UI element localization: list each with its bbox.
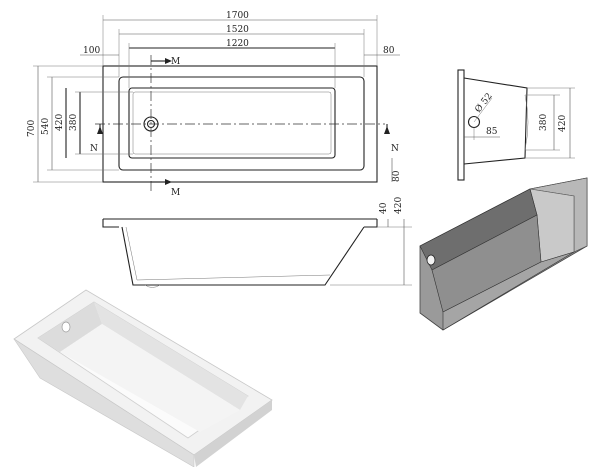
tub-right-side	[194, 400, 272, 467]
dim-label-700: 700	[27, 120, 37, 137]
tub-overflow-hole	[61, 321, 71, 333]
end-view: Ø 52 85 380 420	[457, 69, 575, 181]
section-m-bottom-arrow	[165, 179, 172, 185]
dim-label-85: 85	[486, 127, 498, 137]
section-n-left-label: N	[90, 144, 98, 154]
plan-basin-floor	[132, 91, 332, 155]
side-view: 40 420	[102, 197, 412, 288]
dim-label-100: 100	[83, 46, 100, 56]
plan-view: M M N N 1700 1520 1220 100 80	[27, 11, 402, 198]
dim-label-40: 40	[379, 202, 389, 214]
section-m-bottom-label: M	[171, 188, 180, 198]
section-m-top-arrow	[165, 58, 172, 64]
section-floor	[442, 251, 575, 331]
bathtub-render	[13, 289, 273, 468]
side-inner-bottom	[136, 274, 331, 281]
dim-label-1700: 1700	[226, 11, 249, 21]
dim-label-380: 380	[69, 114, 79, 131]
dim-label-80-top: 80	[383, 46, 395, 56]
section-m-top-label: M	[171, 57, 180, 67]
leader-drain	[473, 97, 493, 123]
side-inner-edge-left	[125, 226, 138, 281]
dim-label-1220: 1220	[226, 39, 249, 49]
dim-label-end-420: 420	[558, 115, 568, 132]
end-body	[463, 77, 528, 165]
dim-label-1520: 1520	[226, 25, 249, 35]
section-n-right-arrow	[384, 126, 390, 134]
dim-label-420: 420	[55, 114, 65, 131]
side-rim-right	[364, 219, 378, 228]
section-n-right-label: N	[391, 144, 399, 154]
dim-label-drain-diameter: Ø 52	[473, 91, 495, 115]
dim-label-540: 540	[41, 118, 51, 135]
section-drain-hole	[426, 254, 436, 266]
dim-label-80-side: 80	[392, 170, 402, 182]
plan-basin-bottom	[128, 87, 336, 159]
section-n-left-arrow	[97, 126, 103, 134]
tub-back-wall	[94, 302, 248, 410]
section-render	[419, 177, 588, 331]
plan-inner-rim	[118, 76, 365, 171]
end-curve	[524, 94, 529, 151]
end-drain	[467, 115, 481, 129]
tub-floor	[60, 324, 240, 432]
side-rim-left	[102, 219, 119, 228]
side-body	[121, 226, 365, 286]
dim-label-420-side: 420	[394, 197, 404, 214]
side-drain-foot	[144, 284, 161, 288]
end-rim	[457, 69, 465, 181]
dim-label-end-380: 380	[539, 114, 549, 131]
